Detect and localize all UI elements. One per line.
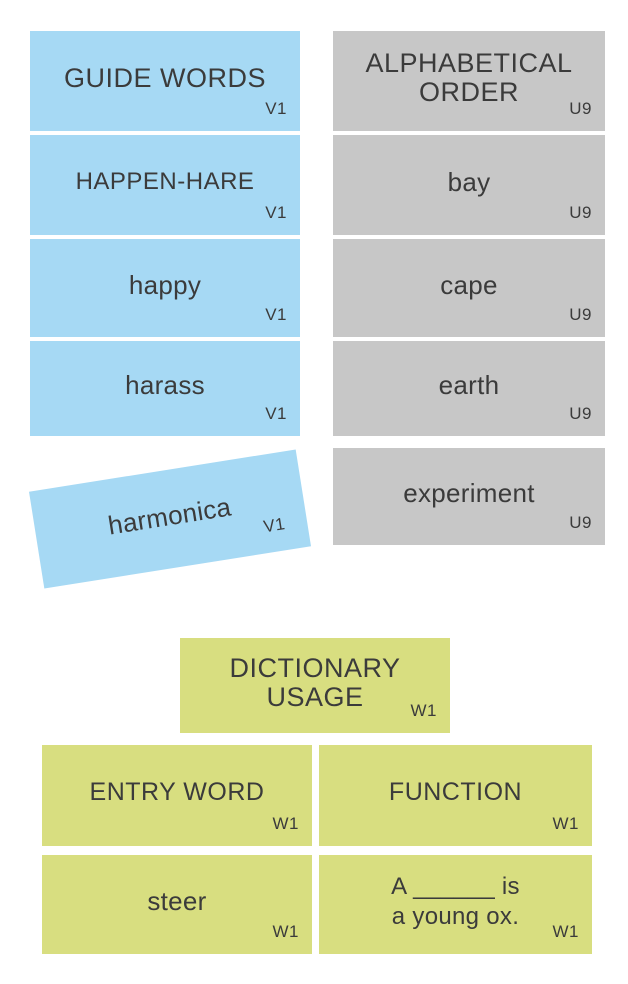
card-label: harmonica xyxy=(105,491,234,541)
card-label: harass xyxy=(125,370,205,401)
unit-tag: V1 xyxy=(265,99,287,118)
card-label: ALPHABETICAL ORDER xyxy=(365,48,573,107)
word-card-bay[interactable]: bay U9 xyxy=(333,135,605,235)
card-label: cape xyxy=(440,269,498,300)
card-label: bay xyxy=(447,166,491,197)
word-card-steer[interactable]: steer W1 xyxy=(42,855,312,954)
word-card-harmonica[interactable]: harmonica V1 xyxy=(28,449,312,589)
sentence-line-1: A ______ is xyxy=(391,872,520,900)
card-label: GUIDE WORDS xyxy=(63,62,266,93)
unit-tag: W1 xyxy=(272,922,299,941)
unit-tag: V1 xyxy=(265,305,287,324)
unit-tag: U9 xyxy=(569,404,592,423)
unit-tag: U9 xyxy=(569,513,592,532)
category-card-alphabetical-order[interactable]: ALPHABETICAL ORDER U9 xyxy=(333,31,605,131)
card-label: FUNCTION xyxy=(388,777,523,806)
card-label: earth xyxy=(438,370,500,401)
word-card-earth[interactable]: earth U9 xyxy=(333,341,605,436)
unit-tag: V1 xyxy=(265,203,287,222)
sentence-line-2: a young ox. xyxy=(391,902,520,930)
word-card-harass[interactable]: harass V1 xyxy=(30,341,300,436)
word-card-function[interactable]: FUNCTION W1 xyxy=(319,745,592,846)
unit-tag: U9 xyxy=(569,305,592,324)
word-card-entry-word[interactable]: ENTRY WORD W1 xyxy=(42,745,312,846)
card-label: steer xyxy=(147,886,207,917)
unit-tag: W1 xyxy=(272,814,299,833)
unit-tag: V1 xyxy=(262,514,287,537)
unit-tag: V1 xyxy=(265,404,287,423)
card-label: happy xyxy=(128,269,202,300)
word-card-happen-hare[interactable]: HAPPEN-HARE V1 xyxy=(30,135,300,235)
unit-tag: U9 xyxy=(569,203,592,222)
category-card-guide-words[interactable]: GUIDE WORDS V1 xyxy=(30,31,300,131)
card-label: HAPPEN-HARE xyxy=(75,167,255,195)
unit-tag: W1 xyxy=(410,701,437,720)
word-card-happy[interactable]: happy V1 xyxy=(30,239,300,337)
card-label: ENTRY WORD xyxy=(89,777,265,806)
unit-tag: U9 xyxy=(569,99,592,118)
card-label: DICTIONARY USAGE xyxy=(229,652,401,712)
category-card-dictionary-usage[interactable]: DICTIONARY USAGE W1 xyxy=(180,638,450,733)
word-card-cape[interactable]: cape U9 xyxy=(333,239,605,337)
card-label: experiment xyxy=(403,478,535,509)
card-label: A ______ is a young ox. xyxy=(379,872,532,938)
definition-card-young-ox[interactable]: A ______ is a young ox. W1 xyxy=(319,855,592,954)
unit-tag: W1 xyxy=(552,922,579,941)
unit-tag: W1 xyxy=(552,814,579,833)
word-card-experiment[interactable]: experiment U9 xyxy=(333,448,605,545)
